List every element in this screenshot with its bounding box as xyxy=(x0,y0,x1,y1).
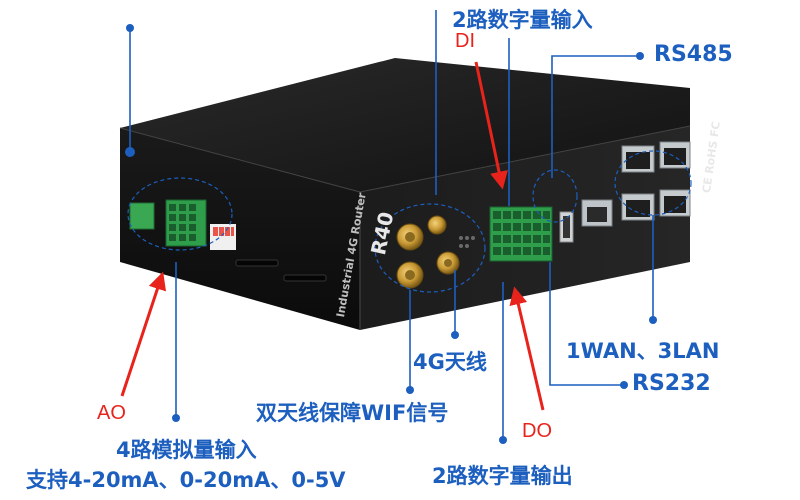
arrow-label-di: DI xyxy=(455,30,475,52)
arrow-di xyxy=(474,61,508,190)
status-leds xyxy=(459,236,475,248)
ring-antennas xyxy=(374,203,486,293)
arrow-ao xyxy=(120,271,167,397)
arrow-do xyxy=(509,286,545,411)
arrow-label-do: DO xyxy=(522,420,552,442)
callout-analog-inputs: 4路模拟量输入 xyxy=(116,438,257,462)
ring-ethernet xyxy=(614,150,692,216)
callout-dual-antenna: 双天线保障WIF信号 xyxy=(256,401,449,425)
analog-terminal-block xyxy=(165,199,207,247)
ring-rs485 xyxy=(532,169,578,223)
callout-rings xyxy=(127,150,692,293)
dip-switch xyxy=(210,224,236,250)
ring-analog xyxy=(127,177,233,251)
callout-4g-antenna: 4G天线 xyxy=(413,350,487,374)
callout-lines xyxy=(129,10,654,440)
callout-dots xyxy=(125,24,657,444)
power-terminal xyxy=(129,202,155,230)
callout-di-inputs: 2路数字量输入 xyxy=(452,8,593,32)
callout-rs485: RS485 xyxy=(654,42,733,67)
ethernet-ports xyxy=(621,141,691,221)
device-top-face xyxy=(120,58,690,192)
callout-wan-lan: 1WAN、3LAN xyxy=(566,339,720,363)
callout-rs232: RS232 xyxy=(632,371,711,396)
red-arrows xyxy=(120,61,545,411)
callout-analog-range: 支持4-20mA、0-20mA、0-5V xyxy=(26,468,346,492)
sim-slot-1 xyxy=(235,259,279,267)
sma-connectors xyxy=(396,215,460,289)
callout-do-outputs: 2路数字量输出 xyxy=(432,464,573,488)
io-terminal-block xyxy=(489,206,553,262)
sim-slot-2 xyxy=(283,274,327,282)
arrow-label-ao: AO xyxy=(97,402,126,424)
